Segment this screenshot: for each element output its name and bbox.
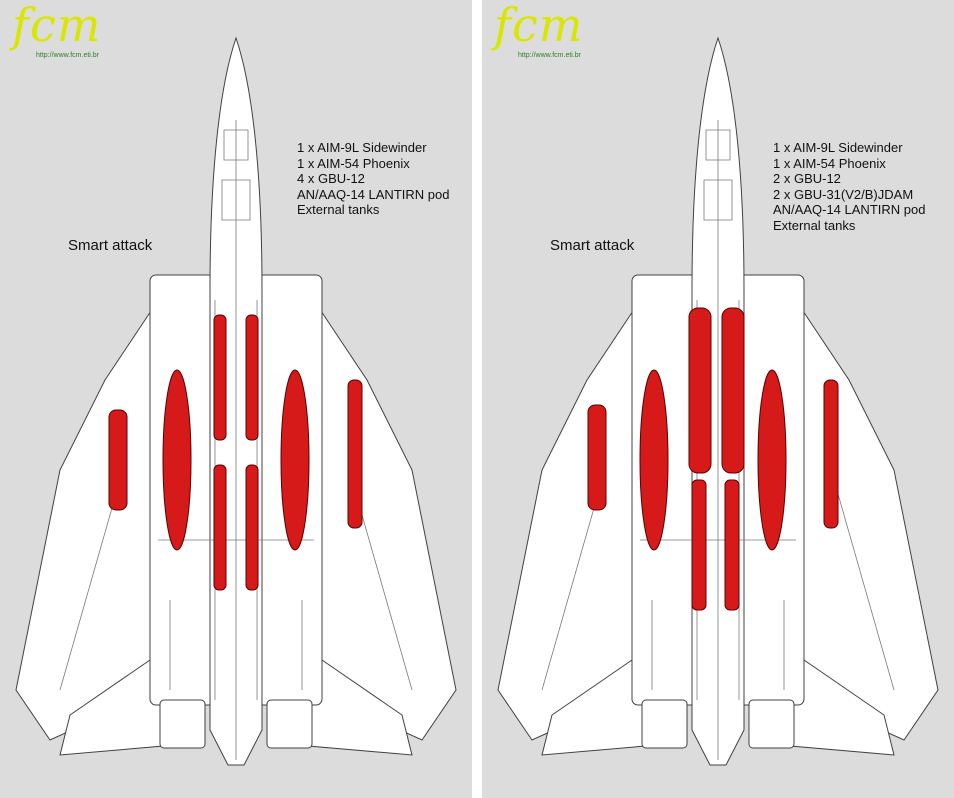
external-tank-right <box>280 369 310 551</box>
loadout-item: External tanks <box>297 202 380 217</box>
right-exhaust <box>266 699 313 749</box>
gbu-31-jdam-1 <box>688 307 712 474</box>
logo-url: http://www.fcm.eti.br <box>36 52 100 59</box>
loadout-item: 1 x AIM-54 Phoenix <box>773 155 886 171</box>
external-tank-left <box>162 369 192 551</box>
loadout-item: 1 x AIM-9L Sidewinder <box>297 140 427 155</box>
gbu-12-2 <box>724 479 740 611</box>
loadout-panel-left: fcm http://www.fcm.eti.br <box>0 0 472 798</box>
phoenix-missile <box>823 379 839 529</box>
loadout-item: 2 x GBU-31(V2/B)JDAM <box>773 186 914 202</box>
loadout-item: 1 x AIM-9L Sidewinder <box>773 140 903 155</box>
logo-url: http://www.fcm.eti.br <box>518 52 582 59</box>
fcm-logo: fcm <box>12 0 102 52</box>
left-exhaust <box>159 699 206 749</box>
gbu-12-2 <box>245 314 259 441</box>
loadout-item: 2 x GBU-12 <box>773 171 841 186</box>
lantirn-pod <box>587 404 607 511</box>
panel-caption: Smart attack <box>550 237 635 254</box>
external-tank-right <box>757 369 787 551</box>
f14-top-view <box>15 36 457 766</box>
right-exhaust <box>748 699 795 749</box>
loadout-item: AN/AAQ-14 LANTIRN pod <box>297 186 450 202</box>
fcm-logo: fcm <box>494 0 584 52</box>
phoenix-missile <box>347 379 363 529</box>
loadout-item: 4 x GBU-12 <box>297 171 365 186</box>
loadout-item: AN/AAQ-14 LANTIRN pod <box>773 202 926 217</box>
gbu-12-1 <box>213 314 227 441</box>
panel-caption: Smart attack <box>68 237 153 254</box>
loadout-list: 1 x AIM-9L Sidewinder 1 x AIM-54 Phoenix… <box>773 140 925 233</box>
f14-top-view <box>497 36 939 766</box>
ordnance <box>587 307 839 611</box>
external-tank-left <box>639 369 669 551</box>
left-exhaust <box>641 699 688 749</box>
gbu-31-jdam-2 <box>721 307 745 474</box>
gbu-12-1 <box>691 479 707 611</box>
gbu-12-4 <box>245 464 259 591</box>
loadout-panel-right: fcm http://www.fcm.eti.br <box>482 0 954 798</box>
loadout-list: 1 x AIM-9L Sidewinder 1 x AIM-54 Phoenix… <box>297 140 449 218</box>
lantirn-pod <box>108 409 128 511</box>
gbu-12-3 <box>213 464 227 591</box>
loadout-item: 1 x AIM-54 Phoenix <box>297 155 410 171</box>
ordnance <box>108 314 363 591</box>
loadout-item: External tanks <box>773 217 856 233</box>
